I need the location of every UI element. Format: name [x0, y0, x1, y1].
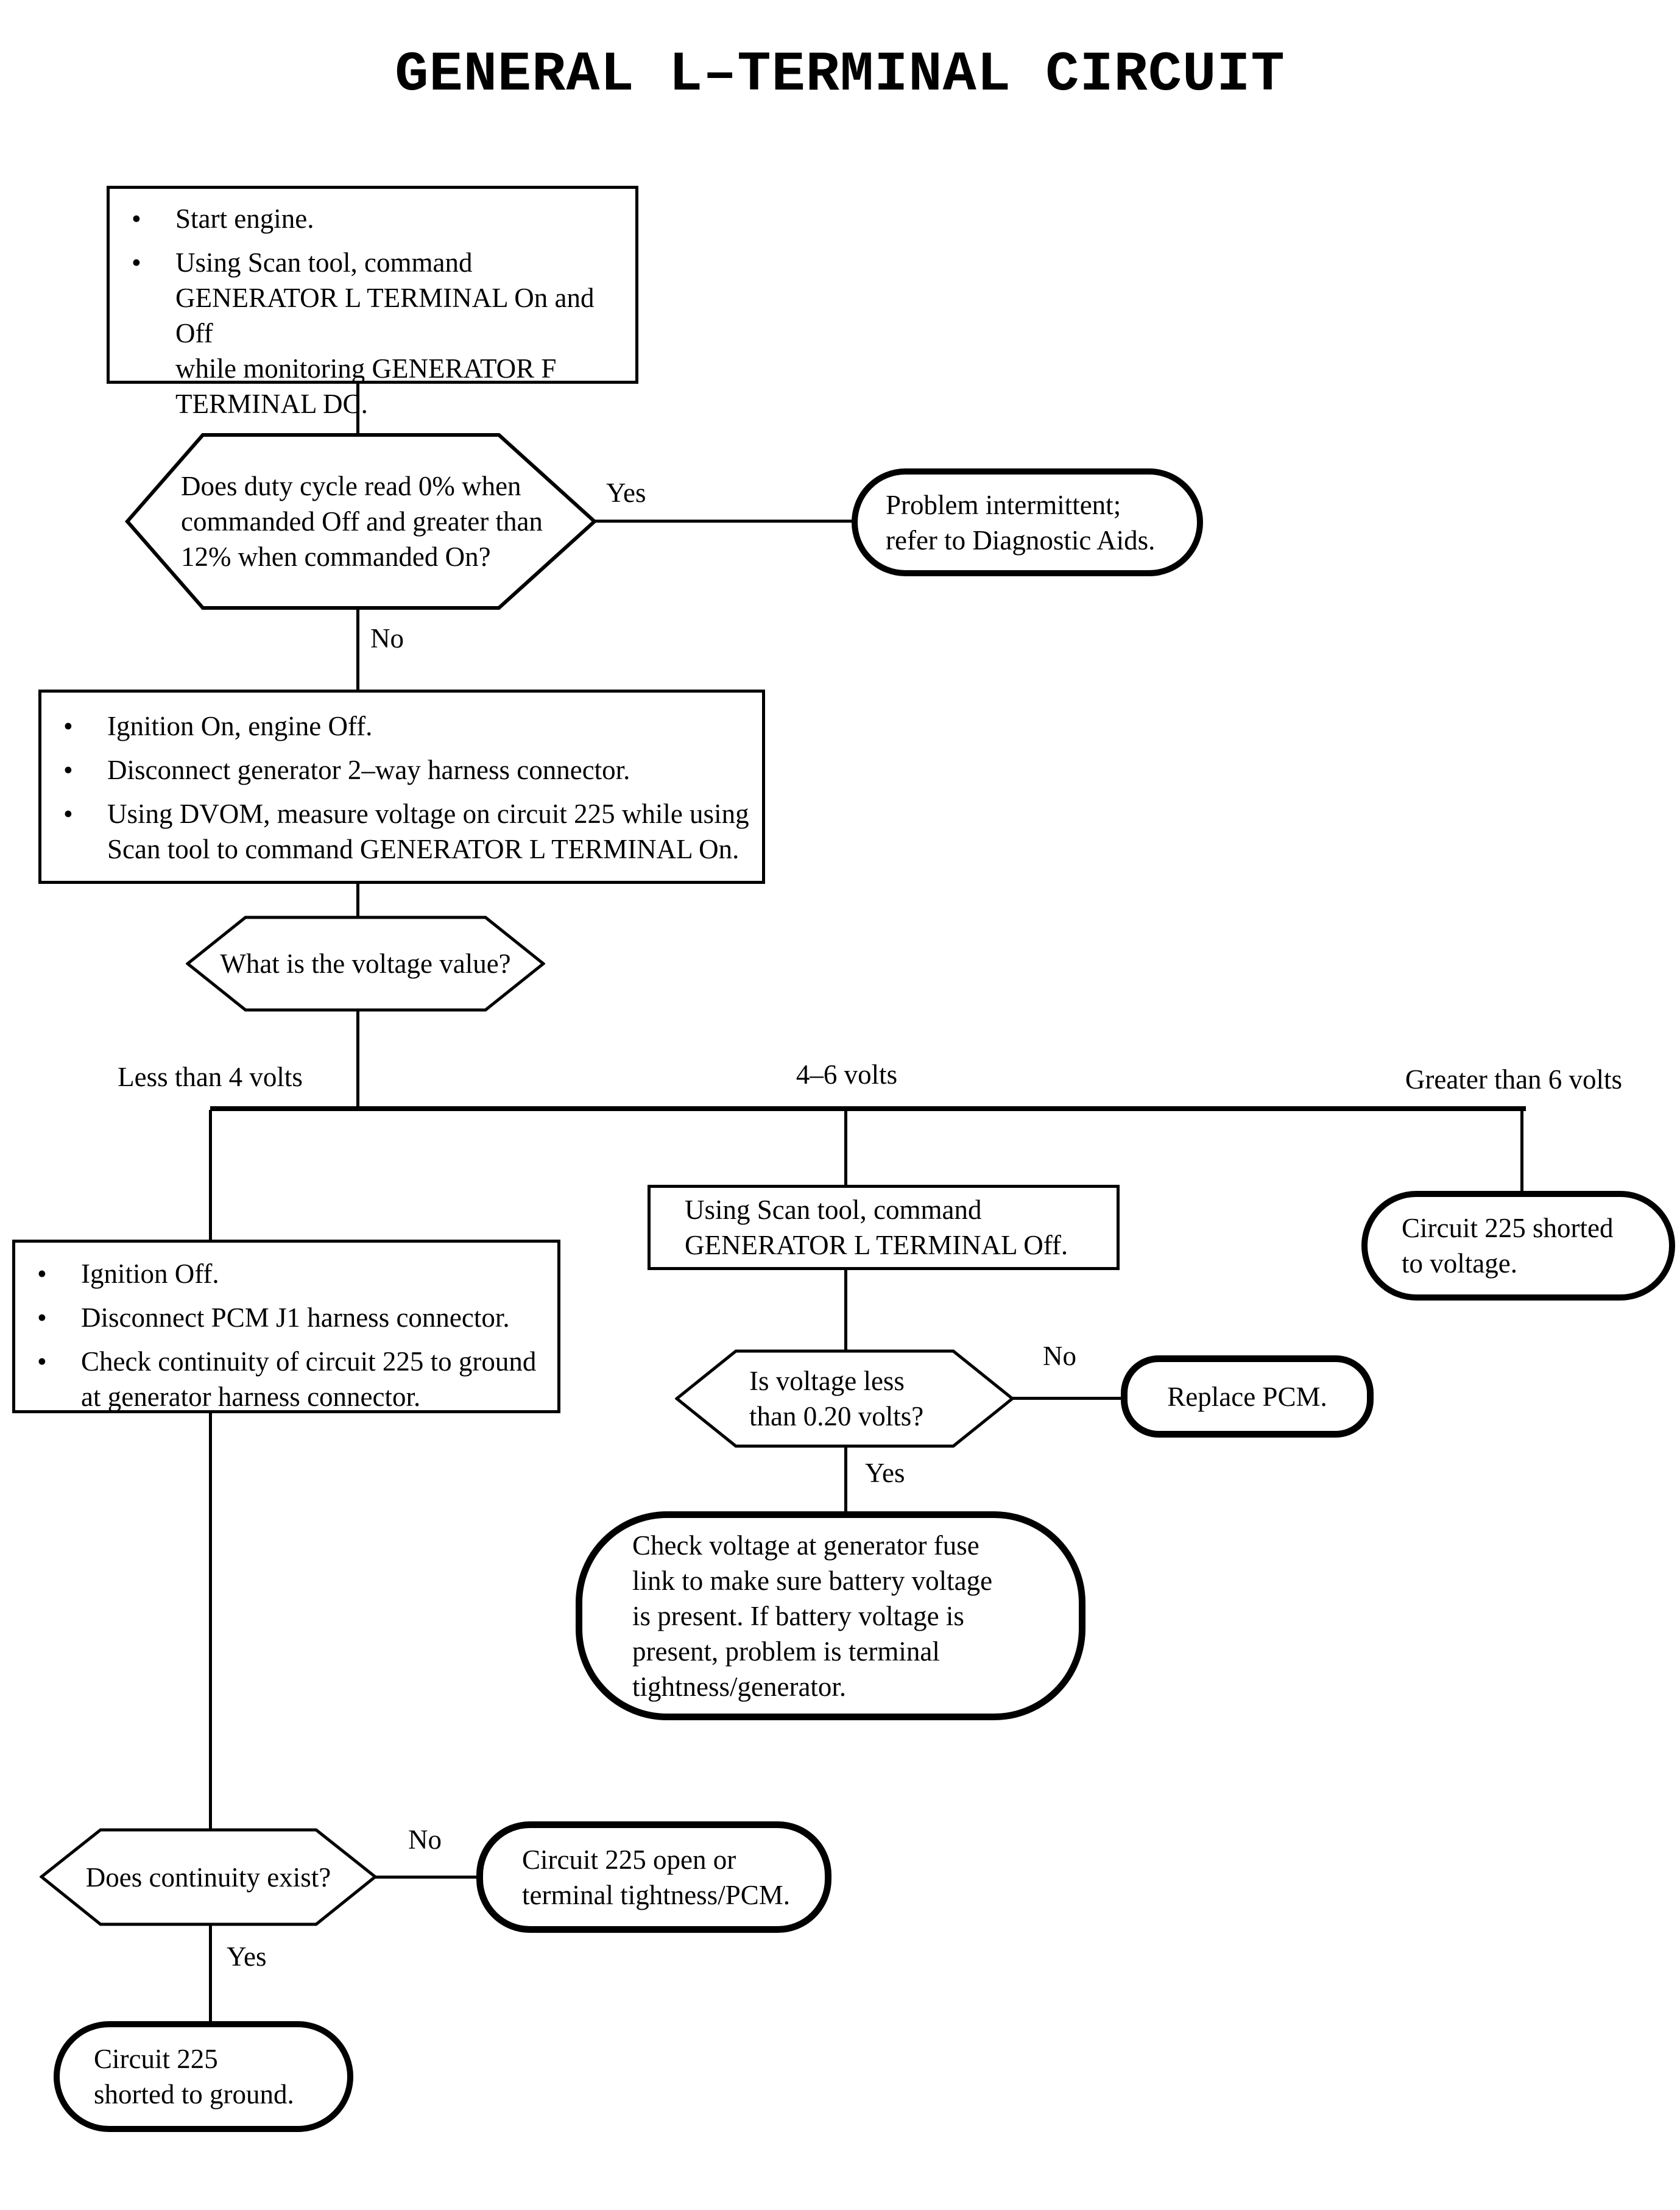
shorted-to-ground-terminal: Circuit 225 shorted to ground. [54, 2021, 353, 2132]
measure-voltage-item: Disconnect generator 2–way harness conne… [58, 752, 750, 788]
connector-branch-mid-1 [844, 1110, 847, 1186]
cont-no-label: No [408, 1824, 442, 1855]
voltage-020-decision-text: Is voltage less than 0.20 volts? [749, 1366, 924, 1432]
start-box-item: Start engine. [127, 201, 623, 236]
continuity-decision: Does continuity exist? [40, 1828, 377, 1926]
open-or-tightness-terminal: Circuit 225 open or terminal tightness/P… [476, 1821, 831, 1933]
voltage-020-decision: Is voltage less than 0.20 volts? [675, 1349, 1014, 1448]
measure-voltage-box: Ignition On, engine Off. Disconnect gene… [38, 690, 765, 884]
connector-duty-yes [595, 520, 853, 523]
connector-v020-no [1011, 1397, 1122, 1400]
check-fuse-link-terminal: Check voltage at generator fuse link to … [576, 1511, 1085, 1720]
voltage-value-decision-text: What is the voltage value? [220, 948, 511, 979]
connector-branch-high [1520, 1110, 1523, 1193]
v020-no-label: No [1043, 1341, 1076, 1371]
connector-measure-to-voltage [356, 883, 359, 917]
command-off-box: Using Scan tool, command GENERATOR L TER… [648, 1185, 1120, 1270]
branch-line [210, 1106, 1526, 1111]
duty-cycle-decision: Does duty cycle read 0% when commanded O… [125, 432, 597, 610]
volt-mid-label: 4–6 volts [796, 1059, 898, 1090]
duty-cycle-decision-text: Does duty cycle read 0% when commanded O… [181, 471, 543, 572]
v020-yes-label: Yes [865, 1458, 905, 1488]
measure-voltage-item: Using DVOM, measure voltage on circuit 2… [58, 796, 750, 867]
connector-duty-no [356, 608, 359, 691]
connector-branch-low-2 [209, 1412, 212, 1830]
connector-branch-low-1 [209, 1110, 212, 1241]
check-continuity-box: Ignition Off. Disconnect PCM J1 harness … [12, 1240, 560, 1413]
volt-high-label: Greater than 6 volts [1405, 1064, 1623, 1095]
connector-v020-yes [844, 1447, 847, 1513]
connector-cont-yes [209, 1924, 212, 2023]
connector-branch-mid-2 [844, 1269, 847, 1351]
cont-yes-label: Yes [227, 1941, 267, 1972]
measure-voltage-item: Ignition On, engine Off. [58, 708, 750, 744]
volt-low-label: Less than 4 volts [118, 1062, 303, 1092]
shorted-to-voltage-terminal: Circuit 225 shorted to voltage. [1361, 1191, 1675, 1301]
replace-pcm-terminal: Replace PCM. [1121, 1355, 1374, 1438]
check-continuity-item: Ignition Off. [32, 1256, 545, 1291]
continuity-decision-text: Does continuity exist? [85, 1862, 331, 1893]
check-continuity-item: Disconnect PCM J1 harness connector. [32, 1300, 545, 1335]
problem-intermittent-terminal: Problem intermittent; refer to Diagnosti… [852, 468, 1203, 576]
connector-voltage-to-branch [356, 1011, 359, 1110]
duty-yes-label: Yes [606, 478, 646, 508]
connector-cont-no [375, 1876, 478, 1879]
duty-no-label: No [370, 623, 404, 654]
start-box-item: Using Scan tool, command GENERATOR L TER… [127, 245, 623, 422]
start-box: Start engine. Using Scan tool, command G… [107, 186, 638, 419]
voltage-value-decision: What is the voltage value? [186, 916, 545, 1012]
check-continuity-item: Check continuity of circuit 225 to groun… [32, 1344, 545, 1414]
page-title: GENERAL L–TERMINAL CIRCUIT [395, 43, 1285, 107]
